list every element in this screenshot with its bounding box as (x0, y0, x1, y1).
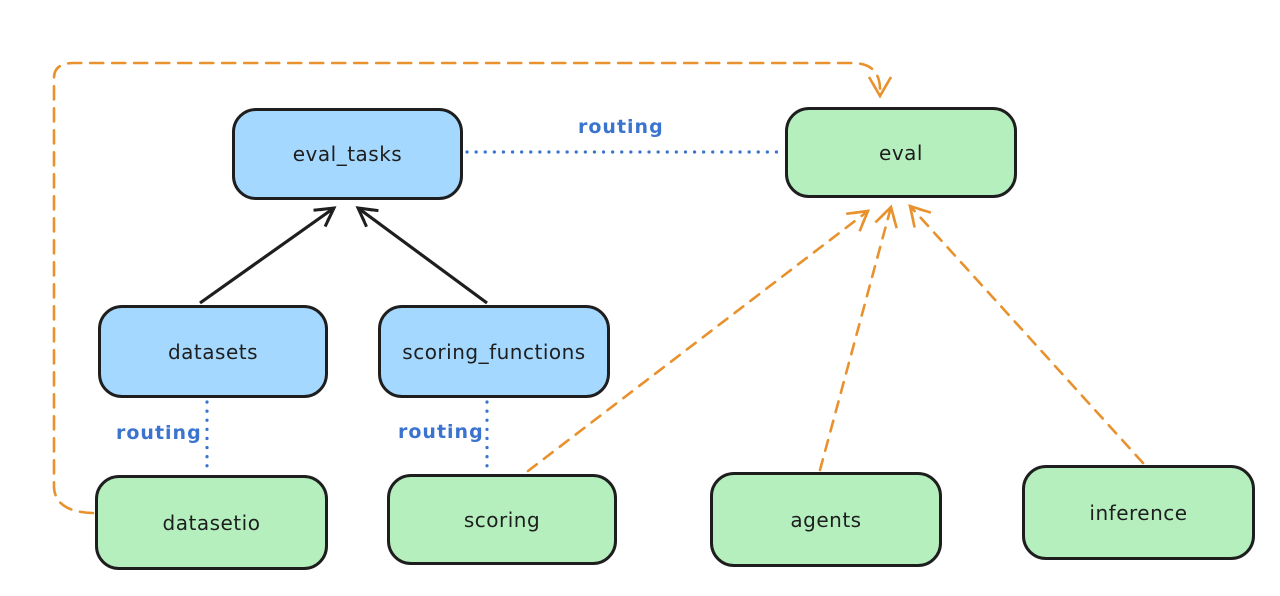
node-scoring-functions: scoring_functions (378, 305, 610, 398)
edge-datasets-to-eval-tasks (199, 206, 337, 305)
node-scoring-label: scoring (463, 507, 541, 532)
node-agents: agents (710, 472, 942, 567)
edge-label-routing-scoring-functions-scoring: routing (398, 421, 484, 443)
edge-scoring-functions-to-eval-tasks (355, 206, 488, 305)
edge-label-routing-datasets-datasetio: routing (116, 422, 202, 444)
node-agents-label: agents (790, 507, 862, 532)
node-eval: eval (785, 107, 1017, 198)
node-eval-label: eval (879, 140, 923, 165)
node-inference-label: inference (1089, 500, 1188, 525)
edge-agents-to-eval (818, 204, 898, 472)
edge-scoring-to-eval (526, 209, 871, 473)
edge-inference-to-eval (908, 204, 1145, 465)
node-datasets: datasets (98, 305, 328, 398)
edge-label-routing-eval-tasks-eval: routing (578, 116, 664, 138)
node-scoring: scoring (387, 474, 617, 565)
node-datasetio-label: datasetio (162, 510, 261, 535)
node-datasets-label: datasets (167, 339, 259, 364)
node-inference: inference (1022, 465, 1255, 560)
edge-datasetio-to-eval (52, 61, 893, 515)
node-datasetio: datasetio (95, 475, 328, 570)
node-eval-tasks: eval_tasks (232, 108, 463, 200)
node-scoring-functions-label: scoring_functions (402, 339, 586, 364)
node-eval-tasks-label: eval_tasks (292, 142, 403, 166)
